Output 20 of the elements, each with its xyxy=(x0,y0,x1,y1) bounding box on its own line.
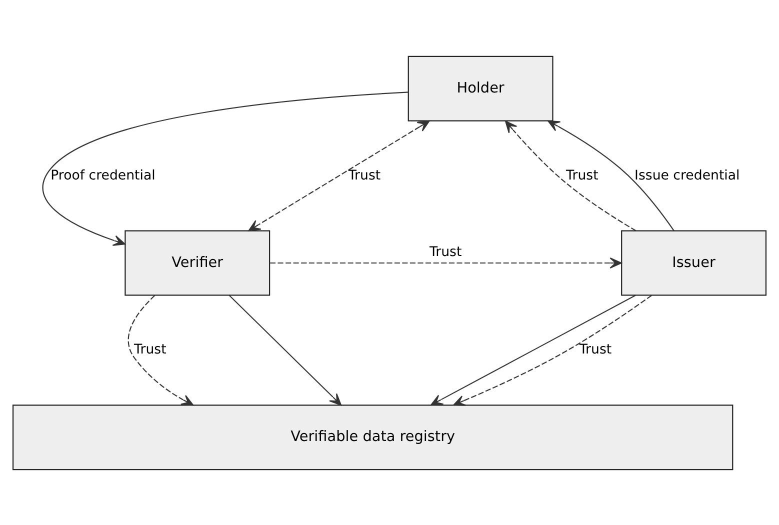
arrow xyxy=(128,294,194,406)
node-box: Verifiable data registry xyxy=(12,404,734,470)
node-box: Verifier xyxy=(124,230,270,296)
arrow xyxy=(42,91,408,246)
edge-label: Trust xyxy=(348,168,381,183)
edge-label: Trust xyxy=(566,168,598,183)
arrow xyxy=(453,294,652,406)
edge-label: Trust xyxy=(429,244,462,260)
node-box: Holder xyxy=(408,55,554,121)
arrow xyxy=(228,294,342,406)
arrow xyxy=(430,294,636,406)
arrow xyxy=(548,120,674,231)
node-box: Issuer xyxy=(621,230,767,296)
arrow xyxy=(270,256,622,268)
arrow xyxy=(248,120,430,231)
edge-label: Trust xyxy=(579,342,612,358)
edge-label: Proof credential xyxy=(50,168,156,183)
edge-label: Issue credential xyxy=(634,168,740,183)
edge-label: Trust xyxy=(134,342,166,358)
arrow xyxy=(505,120,636,231)
